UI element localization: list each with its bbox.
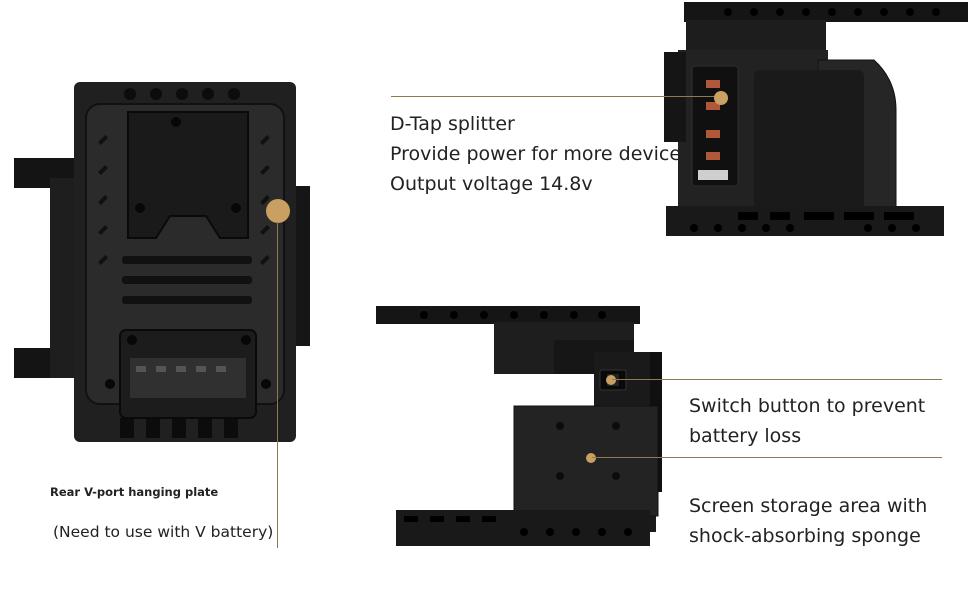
dtap-text-3: Output voltage 14.8v (390, 173, 593, 195)
switch-device-image (376, 306, 662, 546)
switch-callout-dot (606, 375, 616, 385)
dtap-text-2: Provide power for more devices (390, 143, 691, 165)
vport-note: (Need to use with V battery) (53, 523, 274, 541)
rear-vport-device-image (14, 82, 310, 442)
screen-callout-line (592, 457, 942, 458)
vport-callout-line (277, 222, 278, 548)
dtap-callout-dot (714, 91, 728, 105)
screen-text-2: shock-absorbing sponge (689, 525, 921, 547)
screen-text-1: Screen storage area with (689, 495, 928, 517)
vport-title: Rear V-port hanging plate (50, 485, 219, 499)
dtap-text-1: D-Tap splitter (390, 113, 515, 135)
vport-callout-dot (266, 199, 290, 223)
switch-callout-line (612, 379, 942, 380)
switch-text-1: Switch button to prevent (689, 395, 926, 417)
dtap-device-image (664, 2, 968, 236)
switch-text-2: battery loss (689, 425, 802, 447)
dtap-callout-line (391, 96, 721, 97)
screen-callout-dot (586, 453, 596, 463)
